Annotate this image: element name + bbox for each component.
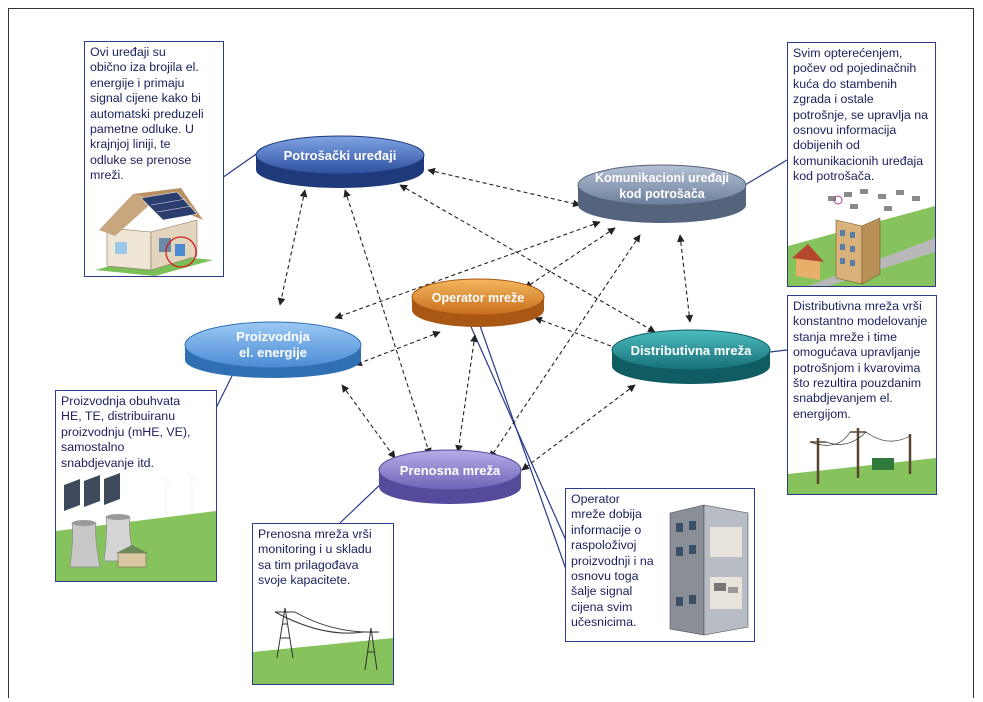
transmission-tower-illustration <box>253 607 393 684</box>
callout-distribution-text: Distributivna mreža vrši konstantno mode… <box>793 299 928 421</box>
callout-production: Proizvodnja obuhvata HE, TE, distribuira… <box>55 390 217 582</box>
callout-production-text: Proizvodnja obuhvata HE, TE, distribuira… <box>61 394 191 470</box>
node-distributivna-label: Distributivna mreža <box>631 343 752 358</box>
connector-potrosacki-proizvodnja <box>277 189 308 306</box>
node-komunikacioni-label-line2: kod potrošača <box>619 187 705 201</box>
frame-right-line <box>973 8 974 698</box>
callout-operator: Operator mreže dobija informacije o rasp… <box>565 488 755 642</box>
callout-operator-line-2 <box>477 319 569 576</box>
node-komunikacioni-label-line1: Komunikacioni uređaji <box>595 171 729 185</box>
node-komunikacioni-uredjaji: Komunikacioni uređaji kod potrošača <box>577 164 747 223</box>
node-operator-label: Operator mreže <box>432 291 524 305</box>
node-proizvodnja: Proizvodnja el. energije <box>184 321 362 378</box>
node-prenosna-mreza: Prenosna mreža <box>378 449 522 504</box>
connector-distributivna-prenosna <box>521 384 636 471</box>
residential-area-illustration <box>788 189 935 286</box>
connector-potrosacki-prenosna <box>343 189 432 456</box>
callout-communication-text: Svim opterećenjem, počev od pojedinačnih… <box>793 46 929 184</box>
frame-left-line <box>8 8 9 698</box>
node-proizvodnja-label-line1: Proizvodnja <box>236 329 310 344</box>
callout-transmission-line <box>339 479 386 524</box>
node-operator-mreze: Operator mreže <box>411 278 545 327</box>
node-potrosacki-uredjaji: Potrošački uređaji <box>255 135 425 188</box>
connectors <box>277 167 694 471</box>
callout-communication-line <box>744 159 788 186</box>
connector-komunikacioni-proizvodnja <box>334 220 601 320</box>
callout-transmission: Prenosna mreža vrši monitoring i u sklad… <box>252 523 394 685</box>
connector-operator-prenosna <box>455 334 478 453</box>
node-prenosna-label: Prenosna mreža <box>400 463 501 478</box>
callout-operator-text: Operator mreže dobija informacije o rasp… <box>571 492 654 630</box>
callout-communication-devices: Svim opterećenjem, počev od pojedinačnih… <box>787 42 936 287</box>
callout-distribution-network: Distributivna mreža vrši konstantno mode… <box>787 295 937 495</box>
connector-operator-proizvodnja <box>354 330 441 367</box>
callout-consumer-text: Ovi uređaji su obično iza brojila el. en… <box>90 45 204 183</box>
frame-top-line <box>8 8 974 9</box>
connector-operator-distributivna <box>534 316 623 352</box>
house-solar-illustration <box>95 188 213 276</box>
callout-distribution-line <box>769 349 788 353</box>
connector-komunikacioni-operator <box>524 227 616 289</box>
callout-consumer-devices: Ovi uređaji su obično iza brojila el. en… <box>84 41 224 277</box>
operator-building-illustration <box>669 504 749 636</box>
connector-potrosacki-komunikacioni <box>427 167 581 208</box>
node-distributivna-mreza: Distributivna mreža <box>611 329 771 384</box>
callout-consumer-line <box>221 149 263 179</box>
power-plant-illustration <box>56 471 216 581</box>
node-proizvodnja-label-line2: el. energije <box>239 345 307 360</box>
node-potrosacki-label: Potrošački uređaji <box>284 148 397 163</box>
connector-komunikacioni-distributivna <box>676 234 694 323</box>
callout-transmission-text: Prenosna mreža vrši monitoring i u sklad… <box>258 527 372 588</box>
distribution-grid-illustration <box>788 428 936 494</box>
connector-proizvodnja-prenosna <box>341 384 396 459</box>
